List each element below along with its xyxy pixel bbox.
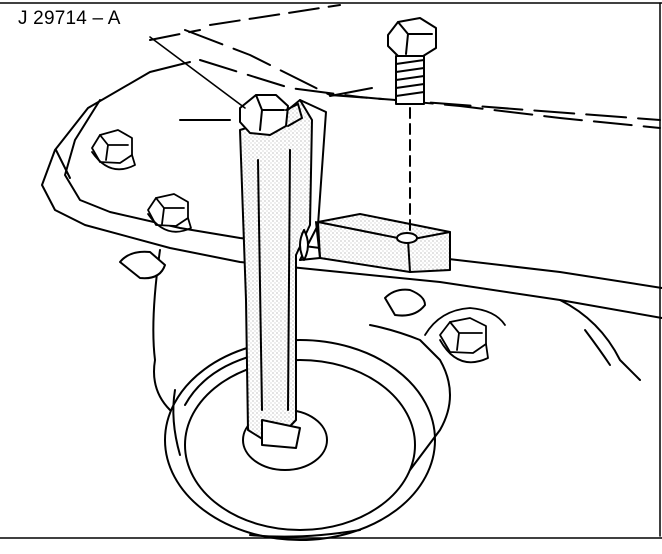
lower-casting — [152, 249, 171, 411]
oil-pan-flange — [41, 61, 662, 319]
crankshaft-bore — [164, 339, 436, 541]
block-bolt — [424, 307, 506, 364]
tool-callout-label: J 29714 – A — [18, 8, 121, 29]
callout-leader — [149, 36, 246, 109]
flange-bolt-2 — [147, 193, 192, 233]
holding-bracket — [317, 213, 451, 273]
flange-bolt-1 — [91, 129, 136, 171]
bracket-bolt — [387, 17, 437, 233]
crankshaft-holding-tool — [239, 94, 327, 449]
